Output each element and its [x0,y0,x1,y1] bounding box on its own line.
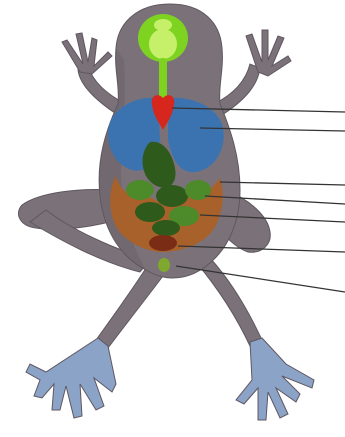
left-front-fingers [62,33,112,74]
bladder [149,235,177,251]
cloaca [158,258,170,272]
intestine-loop-1 [126,180,154,200]
brain-lobes [149,29,177,59]
leader-line-7 [176,266,345,292]
intestine-loop-6 [152,220,180,236]
intestine-loop-2 [156,185,188,207]
intestine-loop-3 [185,180,211,200]
left-hind-foot [26,338,116,418]
spinal-cord [159,58,167,102]
brain-top [154,19,172,31]
intestine-loop-4 [135,202,165,222]
right-front-leg [214,30,291,115]
right-hind-foot [236,338,314,420]
